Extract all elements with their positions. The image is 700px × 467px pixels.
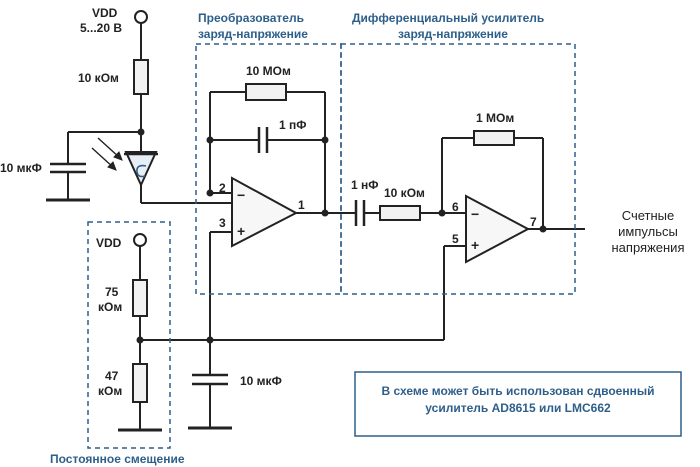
pin-6: 6 bbox=[452, 200, 459, 214]
output-label-1: Счетные bbox=[621, 208, 675, 223]
opamp-1-plus: + bbox=[237, 223, 246, 239]
block-converter bbox=[195, 43, 342, 295]
note-box bbox=[354, 371, 682, 437]
r-bias-bottom-value: 47 bbox=[105, 369, 119, 383]
note-line-1: В схеме может быть использован сдвоенный bbox=[381, 384, 655, 398]
pin-5: 5 bbox=[452, 232, 459, 246]
r-bias-top-value: 75 bbox=[105, 285, 119, 299]
pin-2: 2 bbox=[219, 181, 226, 195]
pin-1: 1 bbox=[298, 198, 305, 212]
resistor-input-2 bbox=[379, 205, 421, 221]
converter-title-2: заряд-напряжение bbox=[198, 27, 308, 41]
resistor-feedback-2 bbox=[473, 130, 515, 146]
note-line-2: усилитель AD8615 или LMC662 bbox=[425, 401, 611, 415]
junction-dots bbox=[136, 128, 547, 344]
pin-3: 3 bbox=[219, 216, 226, 230]
c-supply-label: 10 мкФ bbox=[0, 161, 42, 175]
c-coupling-label: 1 нФ bbox=[351, 178, 379, 192]
opamp-2 bbox=[465, 194, 531, 264]
diffamp-title-2: заряд-напряжение bbox=[398, 27, 508, 41]
vdd-terminal-icon bbox=[134, 10, 148, 24]
block-diff-amplifier bbox=[340, 43, 576, 295]
resistor-supply bbox=[133, 59, 149, 95]
resistor-feedback-1 bbox=[245, 83, 287, 101]
c-feedback-1-label: 1 пФ bbox=[279, 118, 307, 132]
note-text: В схеме может быть использован сдвоенный… bbox=[358, 383, 678, 417]
photodiode-icon bbox=[124, 151, 158, 188]
resistor-bias-bottom bbox=[132, 363, 148, 403]
c-bias-label: 10 мкФ bbox=[240, 374, 282, 388]
vdd-range-label: 5...20 В bbox=[80, 21, 123, 35]
pin-7: 7 bbox=[530, 215, 537, 229]
r-input-2-label: 10 кОм bbox=[384, 186, 425, 200]
r-bias-bottom-unit: кОм bbox=[98, 384, 123, 398]
bias-vdd-label: VDD bbox=[96, 236, 122, 250]
output-label-2: импульсы bbox=[618, 224, 678, 239]
diffamp-title-1: Дифференциальный усилитель bbox=[352, 11, 545, 25]
opamp-2-minus: − bbox=[471, 206, 480, 222]
block-bias bbox=[87, 221, 171, 449]
r-bias-top-unit: кОм bbox=[98, 300, 123, 314]
bias-vdd-terminal-icon bbox=[133, 233, 147, 247]
r-feedback-1-label: 10 МОм bbox=[246, 64, 291, 78]
bias-title: Постоянное смещение bbox=[50, 452, 185, 466]
r-feedback-2-label: 1 МОм bbox=[476, 111, 515, 125]
output-label-3: напряжения bbox=[611, 240, 685, 255]
resistor-bias-top bbox=[132, 279, 148, 317]
opamp-1 bbox=[231, 176, 299, 248]
r-supply-label: 10 кОм bbox=[78, 71, 119, 85]
vdd-label: VDD bbox=[92, 6, 118, 20]
converter-title-1: Преобразователь bbox=[198, 11, 304, 25]
opamp-2-plus: + bbox=[471, 237, 480, 253]
opamp-1-minus: − bbox=[237, 187, 246, 203]
